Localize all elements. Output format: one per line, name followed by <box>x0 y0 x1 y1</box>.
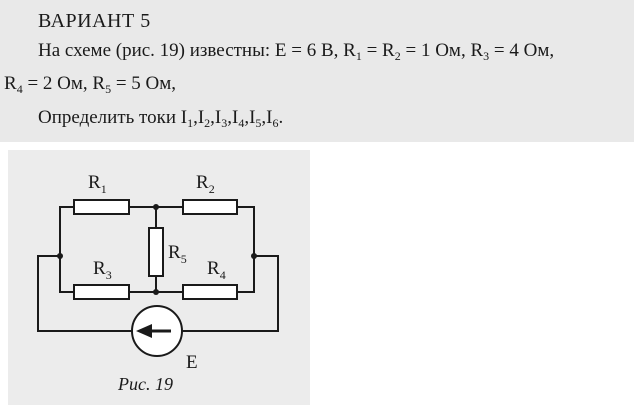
r1-symbol: R <box>343 40 356 61</box>
r2-subscript: 2 <box>394 49 401 63</box>
current-i5: I5, <box>249 107 267 130</box>
figure-caption: Рис. 19 <box>117 374 173 394</box>
circuit-figure: R1 R2 R3 R4 R5 E Рис. 19 <box>8 150 310 405</box>
current-i4: I4, <box>231 107 250 130</box>
r5-value: = 5 Ом, <box>111 73 177 94</box>
label-r1: R1 <box>88 172 107 196</box>
given-values-line-2: R4 = 2 Ом, R5 = 5 Ом, <box>4 73 176 95</box>
r5-subscript: 5 <box>105 82 112 96</box>
r1-subscript: 1 <box>355 49 362 63</box>
r3-symbol: R <box>470 40 484 61</box>
label-r5: R5 <box>168 242 187 266</box>
resistor-r2 <box>182 199 238 215</box>
problem-statement: ВАРИАНТ 5 На схеме (рис. 19) известны: E… <box>0 0 634 142</box>
resistor-r3 <box>73 284 130 300</box>
r1-r2-value: = 1 Ом, <box>400 40 471 61</box>
label-r4: R4 <box>207 258 226 282</box>
resistor-r5 <box>148 227 164 277</box>
task-line: Определить токи I1,I2,I3,I4,I5,I6. <box>38 107 283 129</box>
current-i6: I6 <box>266 107 279 130</box>
r4-symbol: R <box>4 73 17 94</box>
task-lead: Определить токи <box>38 107 181 128</box>
emf-value: E = 6 В, <box>274 40 344 61</box>
resistor-r4 <box>182 284 238 300</box>
task-end: . <box>278 107 284 128</box>
r2-symbol: = R <box>361 40 395 61</box>
label-r3: R3 <box>93 258 112 282</box>
given-values-line-1: На схеме (рис. 19) известны: E = 6 В, R1… <box>38 40 554 62</box>
r4-value: = 2 Ом, <box>22 73 93 94</box>
variant-title: ВАРИАНТ 5 <box>38 10 151 32</box>
junction-node-bottom <box>153 289 159 295</box>
current-i2: I2, <box>197 107 215 130</box>
r5-symbol: R <box>92 73 106 94</box>
r3-value: = 4 Ом, <box>489 40 555 61</box>
current-i1: I1, <box>180 107 198 130</box>
given-lead: На схеме (рис. 19) известны: <box>38 40 275 61</box>
r4-subscript: 4 <box>16 82 23 96</box>
r3-subscript: 3 <box>483 49 490 63</box>
resistor-r1 <box>73 199 130 215</box>
junction-node-right <box>251 253 257 259</box>
label-source-e: E <box>186 352 198 373</box>
junction-node-left <box>57 253 63 259</box>
emf-source-icon <box>131 305 183 357</box>
junction-node-top <box>153 204 159 210</box>
circuit-diagram: R1 R2 R3 R4 R5 E Рис. 19 <box>37 172 279 394</box>
current-i3: I3, <box>214 107 232 130</box>
label-r2: R2 <box>196 172 215 196</box>
